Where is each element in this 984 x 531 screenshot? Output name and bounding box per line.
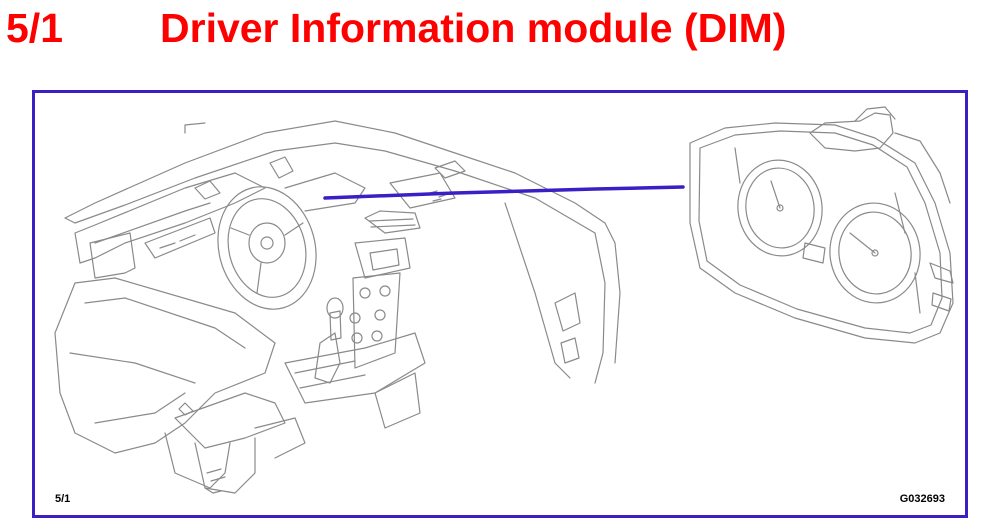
page-title: Driver Information module (DIM) [160,5,787,51]
gear-tunnel [284,297,426,429]
figure-page-label: 5/1 [55,493,71,505]
center-console [349,160,466,369]
figure-code: G032693 [899,493,945,505]
door-panel [74,156,294,264]
steering-wheel [217,172,366,310]
page-header: 5/1 Driver Information module (DIM) [0,0,984,70]
dashboard-illustration [54,106,954,494]
pointer-line [323,185,685,200]
section-number: 5/1 [6,5,63,51]
dashboard-outline [64,120,621,384]
driver-seat [54,232,306,494]
instrument-cluster-drawing [689,106,954,344]
figure-frame: 5/1 G032693 [32,90,968,518]
